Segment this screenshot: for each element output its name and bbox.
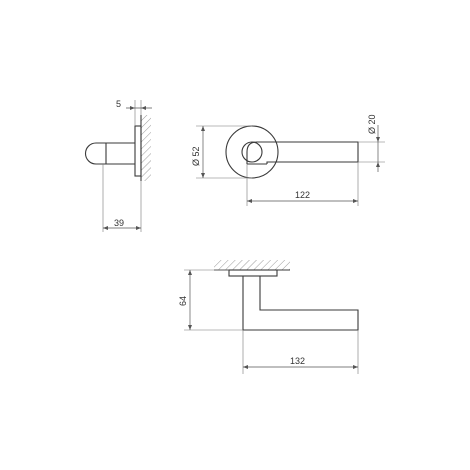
dim-132-label: 132 — [290, 356, 305, 366]
dim-52-label: Ø 52 — [191, 146, 201, 166]
front-lever-body — [242, 276, 359, 331]
side-lever-shank — [85, 142, 135, 165]
side-view: 5 39 — [85, 99, 152, 232]
dim-39-arrow-left — [103, 226, 108, 230]
top-view: Ø 52 Ø 20 122 — [191, 114, 385, 206]
dim-64-arrow-bottom — [188, 325, 192, 330]
dim-39-arrow-right — [136, 226, 141, 230]
dim-122-label: 122 — [295, 190, 310, 200]
dim-20-arrow-bottom — [376, 162, 380, 167]
dim-52-arrow-top — [201, 126, 205, 131]
dim-5-arrow-right — [141, 106, 146, 110]
dim-64-arrow-top — [188, 270, 192, 275]
dim-5-arrow-left — [130, 106, 135, 110]
dim-64-label: 64 — [178, 296, 188, 306]
dim-132-arrow-left — [243, 365, 248, 369]
front-rose-plate — [228, 269, 278, 277]
front-view: 64 132 — [178, 260, 359, 374]
top-rose-outer — [225, 125, 279, 179]
side-rose-plate — [134, 125, 142, 177]
dim-20-label: Ø 20 — [367, 114, 377, 134]
dim-5-label: 5 — [116, 99, 121, 109]
dim-122-arrow-left — [247, 199, 252, 203]
dim-20-arrow-top — [376, 137, 380, 142]
front-wall-hatch — [214, 260, 290, 270]
dim-122-arrow-right — [353, 199, 358, 203]
top-lever-body — [246, 141, 359, 164]
dim-132-arrow-right — [353, 365, 358, 369]
top-rose-inner — [241, 141, 263, 163]
side-wall-hatch — [141, 115, 151, 181]
dim-39-label: 39 — [114, 218, 124, 228]
dim-52-arrow-bottom — [201, 173, 205, 178]
